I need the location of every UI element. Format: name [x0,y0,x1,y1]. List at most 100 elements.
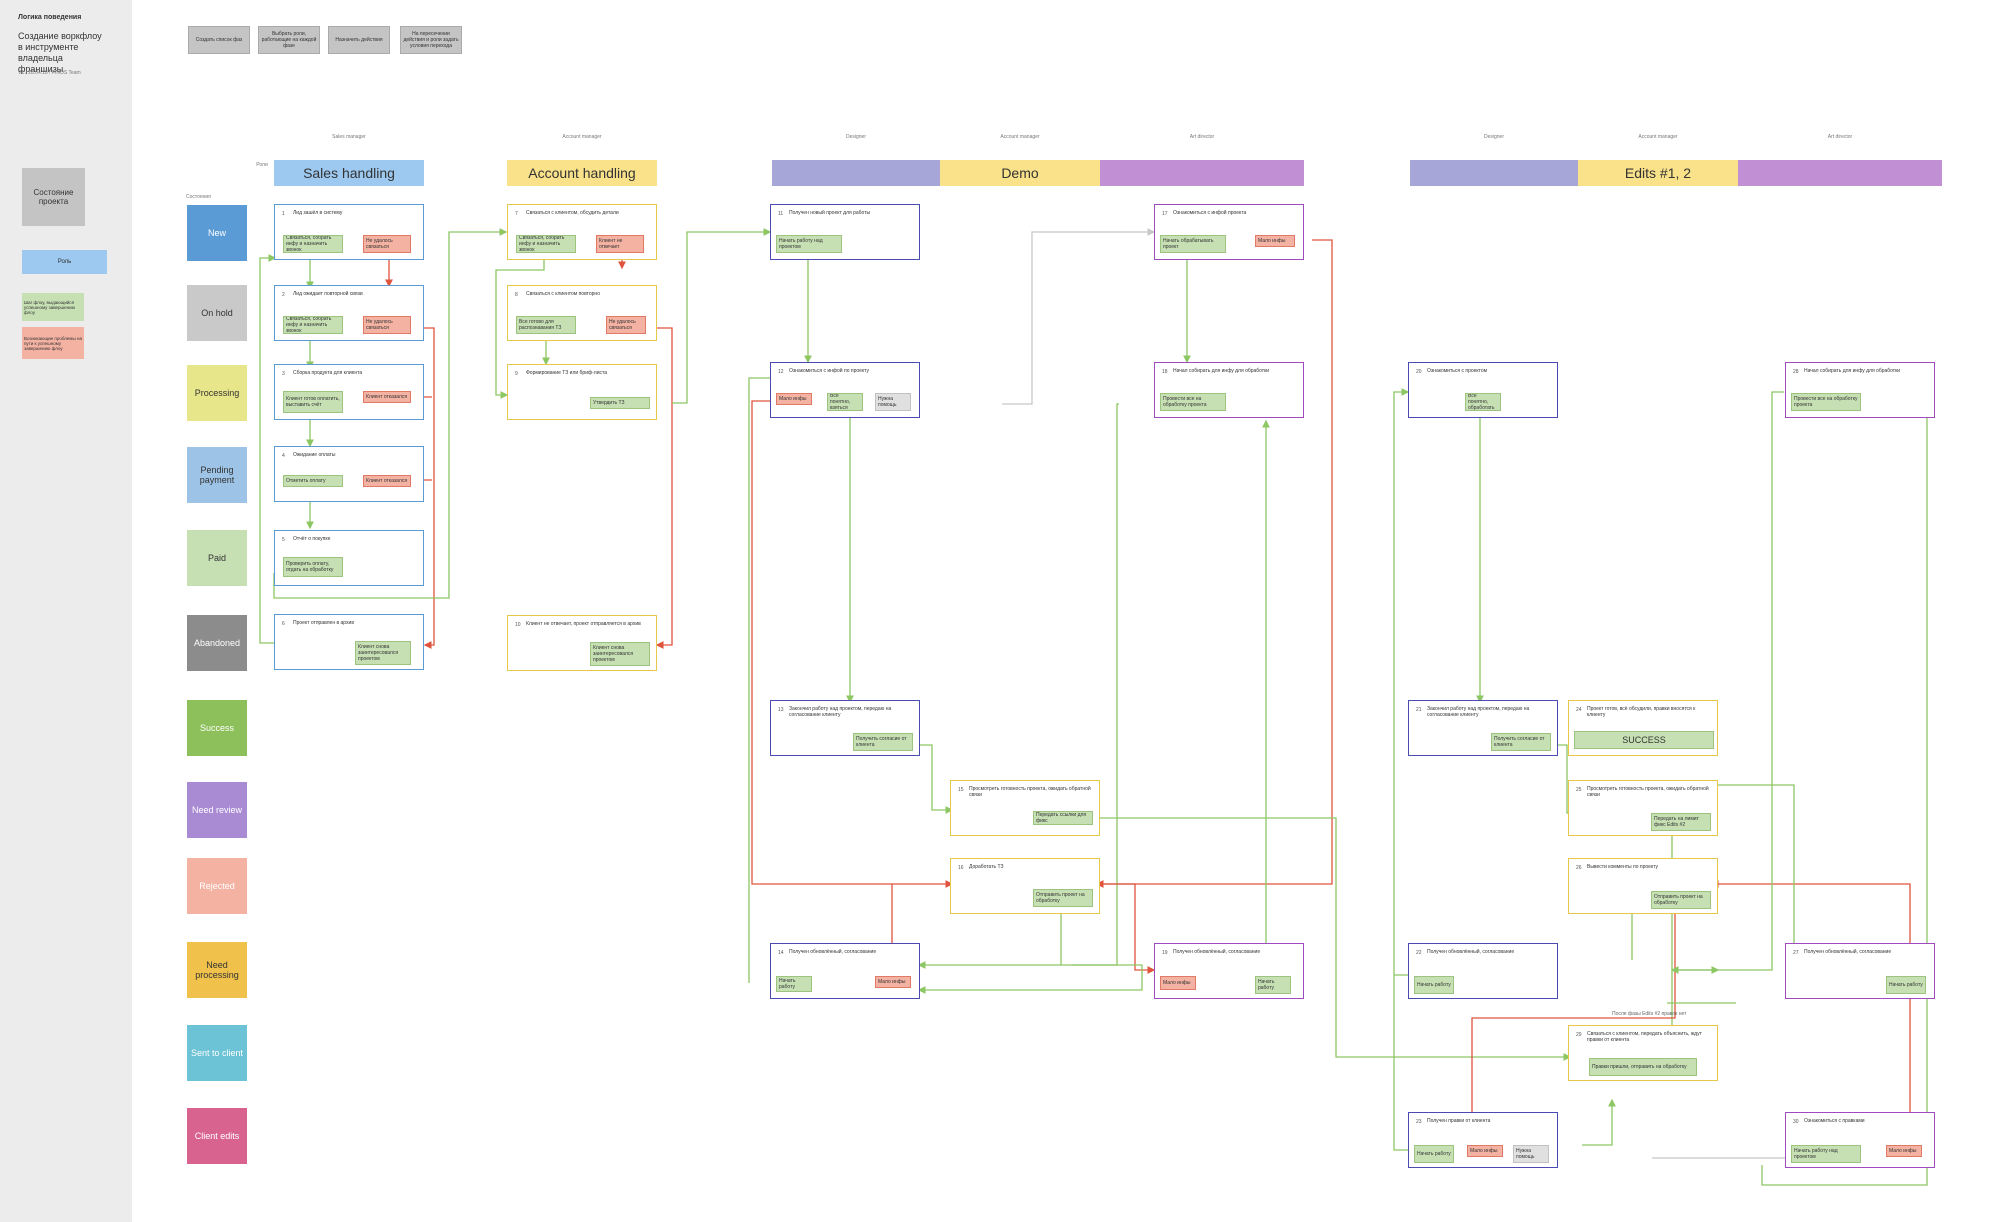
card-action-button[interactable]: Мало инфы [776,393,812,405]
card-action-button[interactable]: Всё понятно, обработать [1465,393,1501,411]
card-action-button[interactable]: Клиент отказался [363,475,411,487]
card-action-button[interactable]: Клиент отказался [363,391,411,403]
card-action-button[interactable]: Начать работу [1414,976,1454,994]
card-action-button[interactable]: Начать работу [1886,976,1926,994]
card-number: 26 [1576,865,1582,871]
card-title: Начал собирать для инфу для обработки [1173,368,1270,374]
card-action-button[interactable]: Провести все на обработку проекта [1791,393,1861,411]
card-action-button[interactable]: Провести все на обработку проекта [1160,393,1226,411]
card-number: 10 [515,622,521,628]
card-action-button[interactable]: Получить согласие от клиента [1491,733,1551,751]
card-action-button[interactable]: SUCCESS [1574,731,1714,749]
card-action-button[interactable]: Мало инфы [1467,1145,1503,1157]
card-action-button[interactable]: Начать работу над проектом [1791,1145,1861,1163]
top-button-assign-actions[interactable]: Назначить действия [328,26,390,54]
card-title: Ознакомиться с проектом [1427,368,1488,374]
card-action-button[interactable]: Отправить проект на обработку [1033,889,1093,907]
card-action-button[interactable]: Передать на лимит фикс Edits #2 [1651,813,1711,831]
card-action-button[interactable]: Мало инфы [1255,235,1295,247]
card-action-button[interactable]: Начать обрабатывать проект [1160,235,1226,253]
card-action-button[interactable]: Отправить проект на обработку [1651,891,1711,909]
card-number: 6 [282,621,285,627]
top-button-set-conditions[interactable]: На пересечении действия и роли задать ус… [400,26,462,54]
card-number: 3 [282,371,285,377]
card-title: Получен обновлённый, согласование [1427,949,1515,955]
card-title: Клиент не отвечает, проект отправляется … [526,621,641,627]
card-action-button[interactable]: Клиент снова заинтересовался проектом [355,641,411,665]
state-new: New [187,205,247,261]
card-action-button[interactable]: Связаться, собрать инфу и назначить звон… [283,316,343,334]
card-action-button[interactable]: Связаться, собрать инфу и назначить звон… [283,235,343,253]
card-action-button[interactable]: Не удалось связаться [363,316,411,334]
role-label-demo-designer: Designer [845,134,866,140]
card-title: Ожидание оплаты [293,452,336,458]
card-action-button[interactable]: Мало инфы [1160,976,1196,990]
role-label-account: Account manager [562,134,602,140]
card-action-button[interactable]: Передать ссылки для фикс [1033,811,1093,825]
card-action-button[interactable]: Нужна помощь [875,393,911,411]
legend-red-note: Возникающие проблемы на пути к успешному… [22,327,84,359]
card-action-button[interactable]: Клиент не отвечает [596,235,644,253]
role-label-demo-account: Account manager [1000,134,1040,140]
top-button-create-phases[interactable]: Создать список фаз [188,26,250,54]
top-button-select-roles[interactable]: Выбрать роли, работающие на каждой фазе [258,26,320,54]
state-processing: Processing [187,365,247,421]
card-action-button[interactable]: Всё понятно, взяться [827,393,863,411]
card-action-button[interactable]: Проверить оплату, отдать на обработку [283,557,343,577]
card-action-button[interactable]: Утвердить ТЗ [590,397,650,409]
card-action-button[interactable]: Нужна помощь [1513,1145,1549,1163]
card-action-button[interactable]: Мало инфы [1886,1145,1922,1157]
card-action-button[interactable]: Начать работу [1414,1145,1454,1163]
card-title: Закончил работу над проектом, передаю на… [789,706,892,718]
card-number: 28 [1793,369,1799,375]
card-action-button[interactable]: Начать работу [776,976,812,992]
card-action-button[interactable]: Мало инфы [875,976,911,988]
card-action-button[interactable]: Не удалось связаться [606,316,646,334]
card-action-button[interactable]: Связаться, собрать инфу и назначить звон… [516,235,576,253]
card-action-button[interactable]: Клиент снова заинтересовался проектом [590,642,650,666]
card-action-button[interactable]: Клиент готов оплатить, выставить счёт [283,391,343,413]
card-action-button[interactable]: Отметить оплату [283,475,343,487]
lane-header-sales: Sales handling [274,160,424,186]
sidebar: Логика поведения Создание воркфлоу в инс… [0,0,132,1222]
card-action-button[interactable]: Получить согласие от клиента [853,733,913,751]
lane-header-edits: Edits #1, 2 [1578,160,1738,186]
diagram-canvas[interactable]: Создать список фаз Выбрать роли, работаю… [132,0,1999,1222]
card-action-button[interactable]: Правки пришли, отправить на обработку [1589,1058,1697,1076]
card-action-button[interactable]: Начать работу над проектом [776,235,842,253]
card-number: 23 [1416,1119,1422,1125]
card-action-button[interactable]: Все готово для распознавания ТЗ [516,316,576,334]
workflow-card-10[interactable]: 10 Клиент не отвечает, проект отправляетс… [507,615,657,671]
card-action-button[interactable]: Начать работу [1255,976,1291,994]
card-action-button[interactable]: Не удалось связаться [363,235,411,253]
